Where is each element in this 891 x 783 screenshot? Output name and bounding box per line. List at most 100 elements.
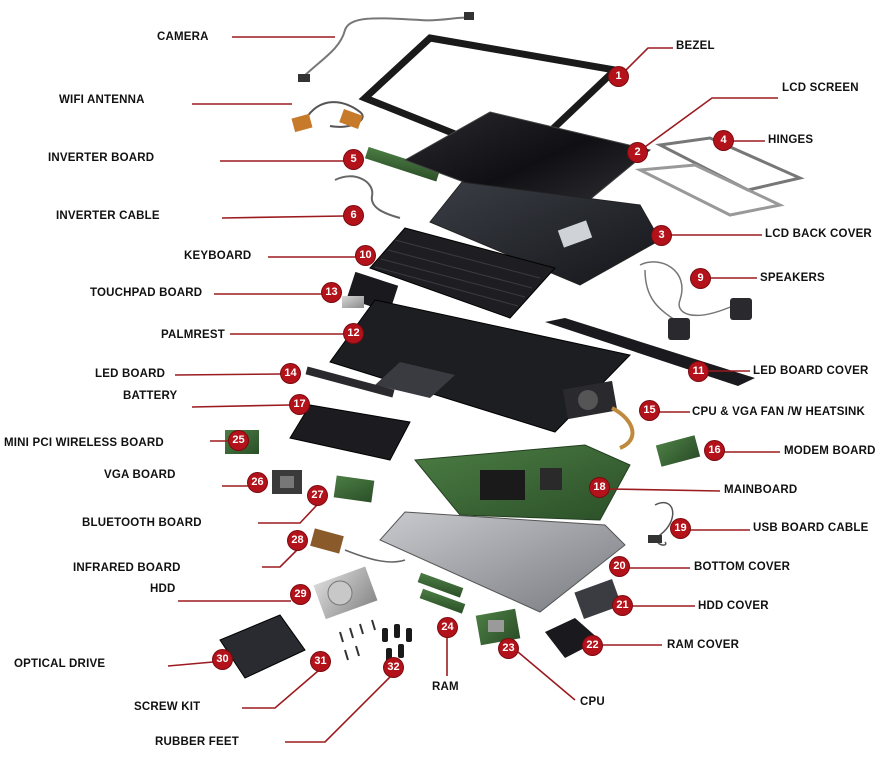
label-ram: RAM: [432, 681, 459, 693]
leader-line-screw-kit: [242, 670, 319, 709]
label-usb-board-cable: USB BOARD CABLE: [753, 522, 869, 534]
callout-badge-21: 21: [613, 596, 632, 615]
leader-line-infrared-board: [262, 549, 298, 568]
palmrest-part: [329, 299, 631, 433]
leader-line-rubber-feet: [285, 676, 391, 743]
callout-badge-4: 4: [714, 131, 733, 150]
label-rubber-feet: RUBBER FEET: [155, 736, 239, 748]
label-modem-board: MODEM BOARD: [784, 445, 876, 457]
lcd-back-cover-part: [429, 181, 661, 286]
callout-badge-6: 6: [344, 206, 363, 225]
ram-cover-part: [545, 618, 600, 658]
callout-badge-31: 31: [311, 652, 330, 671]
label-keyboard: KEYBOARD: [184, 250, 252, 262]
label-mini-pci-wireless-board: MINI PCI WIRELESS BOARD: [4, 437, 164, 449]
callout-badge-26: 26: [248, 473, 267, 492]
callout-badge-16: 16: [705, 441, 724, 460]
leader-line-inverter-cable: [221, 215, 345, 219]
callout-badge-9: 9: [691, 269, 710, 288]
vga-board-part: [272, 470, 302, 494]
label-bluetooth-board: BLUETOOTH BOARD: [82, 517, 202, 529]
inverter-board-part: [364, 146, 440, 182]
label-battery: BATTERY: [123, 390, 178, 402]
cpu-vga-fan-heatsink-part: [562, 380, 635, 450]
callout-badge-3: 3: [652, 226, 671, 245]
label-camera: CAMERA: [157, 31, 209, 43]
callout-badge-32: 32: [384, 658, 403, 677]
bottom-cover-part: [379, 511, 626, 613]
keyboard-part: [369, 227, 556, 319]
bluetooth-board-part: [333, 475, 375, 503]
leader-line-battery: [191, 404, 291, 408]
label-palmrest: PALMREST: [161, 329, 225, 341]
label-led-board: LED BOARD: [95, 368, 166, 380]
label-led-board-cover: LED BOARD COVER: [753, 365, 869, 377]
label-inverter-cable: INVERTER CABLE: [56, 210, 160, 222]
hinges-part: [634, 136, 805, 217]
callout-badge-1: 1: [609, 67, 628, 86]
led-board-part: [305, 366, 395, 398]
screw-kit-part: [339, 619, 376, 661]
callout-badge-5: 5: [344, 150, 363, 169]
callout-badge-11: 11: [689, 362, 708, 381]
callout-badge-13: 13: [322, 283, 341, 302]
label-inverter-board: INVERTER BOARD: [48, 152, 155, 164]
label-optical-drive: OPTICAL DRIVE: [14, 658, 106, 670]
camera-part: [298, 12, 474, 82]
callout-badge-25: 25: [229, 431, 248, 450]
callout-badge-27: 27: [308, 486, 327, 505]
rubber-feet-part: [382, 624, 412, 662]
callout-badge-24: 24: [438, 618, 457, 637]
callout-badge-29: 29: [291, 585, 310, 604]
leader-line-bluetooth-board: [258, 504, 318, 524]
leader-line-cpu: [517, 651, 576, 701]
label-lcd-screen: LCD SCREEN: [782, 82, 859, 94]
label-hdd-cover: HDD COVER: [698, 600, 769, 612]
label-lcd-back-cover: LCD BACK COVER: [765, 228, 872, 240]
infrared-board-part: [310, 528, 406, 563]
hdd-cover-part: [574, 579, 622, 619]
callout-badge-18: 18: [590, 478, 609, 497]
label-ram-cover: RAM COVER: [667, 639, 740, 651]
mainboard-part: [414, 444, 631, 521]
modem-board-part: [655, 435, 701, 467]
label-hdd: HDD: [150, 583, 176, 595]
leader-line-lcd-screen: [637, 97, 778, 153]
label-cpu-vga-fan: CPU & VGA FAN /W HEATSINK: [692, 406, 866, 418]
label-touchpad-board: TOUCHPAD BOARD: [90, 287, 203, 299]
cpu-part: [475, 608, 521, 646]
label-bezel: BEZEL: [676, 40, 715, 52]
leader-lines: [167, 36, 780, 743]
callout-badge-28: 28: [288, 531, 307, 550]
label-infrared-board: INFRARED BOARD: [73, 562, 181, 574]
callout-badge-15: 15: [640, 401, 659, 420]
battery-part: [289, 404, 411, 461]
callout-badge-19: 19: [671, 519, 690, 538]
ram-part: [417, 572, 466, 614]
leader-line-bezel: [619, 47, 673, 77]
callout-badge-17: 17: [290, 395, 309, 414]
speakers-part: [639, 261, 752, 340]
callout-badge-22: 22: [583, 636, 602, 655]
callout-badge-20: 20: [610, 557, 629, 576]
callout-badge-30: 30: [213, 650, 232, 669]
label-mainboard: MAINBOARD: [724, 484, 798, 496]
label-cpu: CPU: [580, 696, 605, 708]
hdd-part: [313, 566, 378, 620]
callout-badge-14: 14: [281, 364, 300, 383]
optical-drive-part: [219, 614, 306, 679]
inverter-cable-part: [334, 175, 401, 219]
label-bottom-cover: BOTTOM COVER: [694, 561, 791, 573]
leader-line-optical-drive: [167, 661, 214, 667]
usb-board-cable-part: [648, 502, 674, 546]
callout-badge-2: 2: [628, 143, 647, 162]
callout-badge-23: 23: [499, 639, 518, 658]
label-speakers: SPEAKERS: [760, 272, 825, 284]
leader-line-mainboard: [608, 488, 721, 492]
label-hinges: HINGES: [768, 134, 814, 146]
label-vga-board: VGA BOARD: [104, 469, 176, 481]
wifi-antenna-part: [291, 101, 364, 133]
label-screw-kit: SCREW KIT: [134, 701, 201, 713]
